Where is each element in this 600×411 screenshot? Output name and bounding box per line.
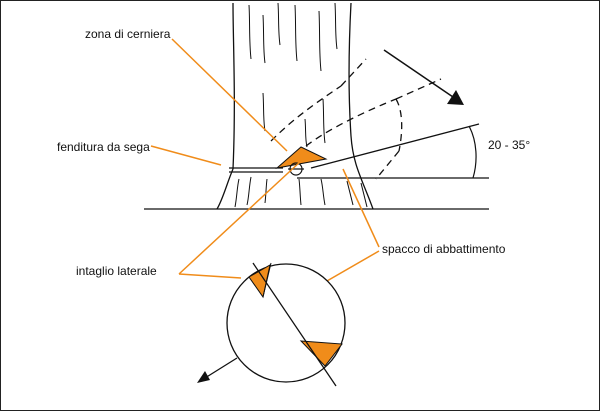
falling-trunk-dashed xyxy=(270,58,442,180)
angle-arc xyxy=(468,125,477,179)
felling-gap-label: spacco di abbattimento xyxy=(382,242,506,256)
saw-kerf-label: fenditura da sega xyxy=(57,140,150,154)
stump-cross-section xyxy=(226,262,346,387)
hinge-zone-label: zona di cerniera xyxy=(85,27,171,41)
section-direction-arrow xyxy=(197,357,238,383)
ground-lines xyxy=(144,123,489,210)
side-notch-label: intaglio laterale xyxy=(76,264,157,278)
angle-label: 20 - 35° xyxy=(488,138,531,152)
bark-texture xyxy=(234,2,368,208)
fall-direction-arrow xyxy=(383,49,464,105)
felling-notch xyxy=(275,146,328,169)
